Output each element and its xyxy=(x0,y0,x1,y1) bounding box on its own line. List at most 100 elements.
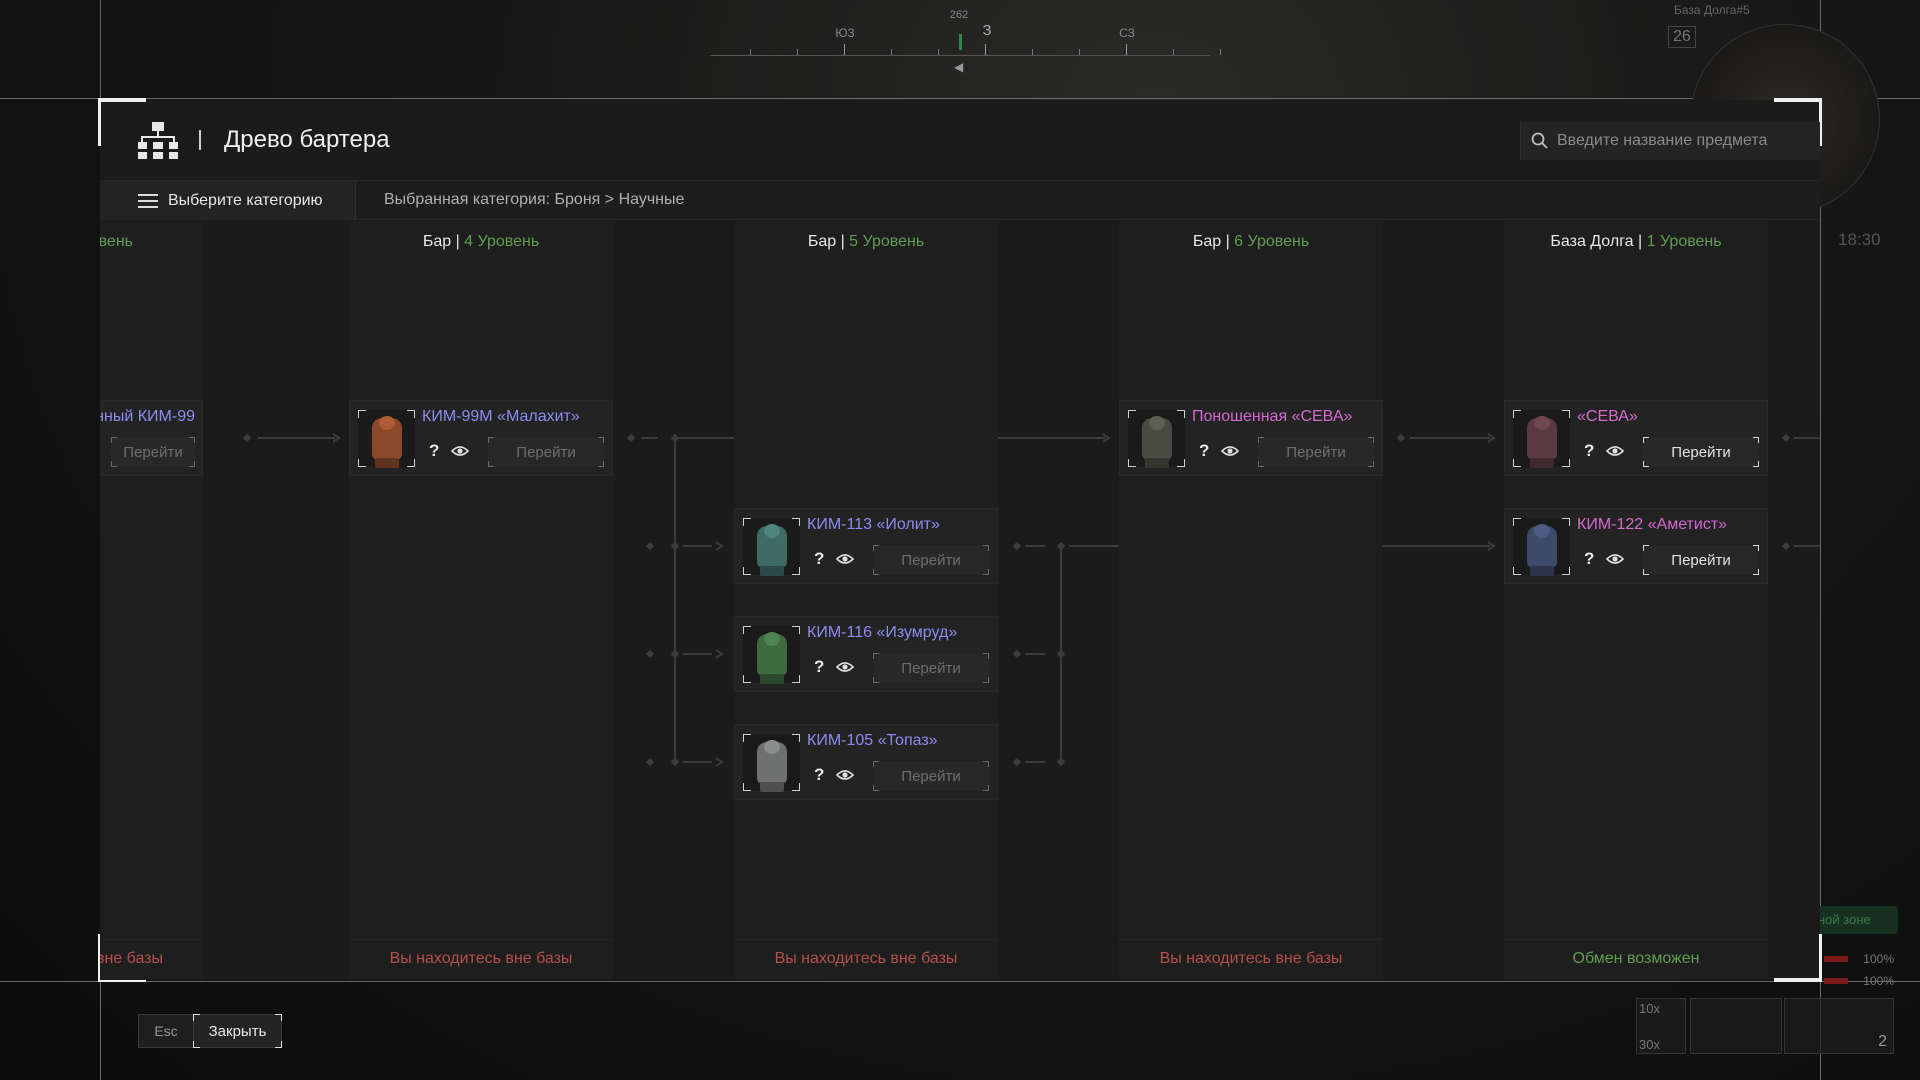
page-title: Древо бартера xyxy=(224,126,390,153)
barter-item-card[interactable]: КИМ-113 «Иолит»? Перейти xyxy=(734,508,998,584)
go-to-button[interactable]: Перейти xyxy=(488,437,604,467)
compass-rule xyxy=(710,55,1210,56)
compass-tick xyxy=(797,49,798,55)
connector-node xyxy=(1012,757,1022,767)
close-button[interactable]: Закрыть xyxy=(193,1014,282,1048)
eye-icon[interactable] xyxy=(1606,444,1624,458)
tree-connectors xyxy=(242,433,1820,767)
search-box[interactable] xyxy=(1520,122,1820,160)
search-icon xyxy=(1531,132,1548,149)
hud-quickslot-3-count: 2 xyxy=(1878,1033,1887,1050)
connector-node xyxy=(645,757,655,767)
help-icon[interactable]: ? xyxy=(814,765,825,784)
hud-counter: 26 xyxy=(1668,26,1696,48)
connector-node xyxy=(1012,649,1022,659)
help-icon[interactable]: ? xyxy=(814,549,825,568)
barter-item-card[interactable]: КИМ-122 «Аметист»? Перейти xyxy=(1504,508,1768,584)
eye-icon[interactable] xyxy=(451,444,469,458)
tree-column: Уровеньь вне базы xyxy=(100,221,203,980)
column-header: База Долга | 1 Уровень xyxy=(1504,221,1768,263)
go-to-button[interactable]: Перейти xyxy=(1643,545,1759,575)
connector-arrow-icon xyxy=(715,757,724,767)
select-category-button[interactable]: Выберите категорию xyxy=(100,181,356,220)
barter-item-card[interactable]: «СЕВА»? Перейти xyxy=(1504,400,1768,476)
help-icon[interactable]: ? xyxy=(1584,441,1595,460)
connector-node xyxy=(670,541,680,551)
panel-corner xyxy=(98,98,146,146)
compass-tick xyxy=(985,44,986,55)
search-input[interactable] xyxy=(1557,122,1817,160)
help-icon[interactable]: ? xyxy=(429,441,440,460)
armor-suit-icon xyxy=(1527,418,1557,460)
item-name[interactable]: КИМ-105 «Топаз» xyxy=(807,732,938,749)
go-to-label: Перейти xyxy=(1671,443,1731,461)
connector-arrow-icon xyxy=(332,433,341,443)
go-to-button[interactable]: Перейти xyxy=(111,437,195,467)
item-name[interactable]: Поношенная «СЕВА» xyxy=(1192,408,1353,425)
column-level: 6 Уровень xyxy=(1234,233,1310,250)
item-thumbnail xyxy=(743,734,800,791)
connector-arrow-icon xyxy=(1102,433,1111,443)
column-header-separator: | xyxy=(1221,233,1235,250)
barter-item-card[interactable]: КИМ-116 «Изумруд»? Перейти xyxy=(734,616,998,692)
eye-icon[interactable] xyxy=(836,768,854,782)
column-location: База Долга xyxy=(1550,233,1634,250)
hud-quickslot-2 xyxy=(1690,998,1782,1054)
item-name[interactable]: «СЕВА» xyxy=(1577,408,1638,425)
panel-corner xyxy=(1774,98,1822,146)
column-header: Бар | 6 Уровень xyxy=(1119,221,1383,263)
eye-icon[interactable] xyxy=(1606,552,1624,566)
armor-suit-icon xyxy=(757,742,787,784)
column-footer-status: Вы находитесь вне базы xyxy=(734,939,998,979)
compass-heading: 262 xyxy=(949,9,969,21)
hud-time: 18:30 xyxy=(1838,230,1881,249)
column-level: 4 Уровень xyxy=(464,233,540,250)
go-to-button[interactable]: Перейти xyxy=(1258,437,1374,467)
item-name[interactable]: КИМ-122 «Аметист» xyxy=(1577,516,1728,533)
help-icon[interactable]: ? xyxy=(1199,441,1210,460)
barter-item-card[interactable]: КИМ-105 «Топаз»? Перейти xyxy=(734,724,998,800)
go-to-button[interactable]: Перейти xyxy=(873,761,989,791)
compass-label-sw: ЮЗ xyxy=(835,26,855,40)
compass-marker xyxy=(959,34,962,50)
connector-arrow-icon xyxy=(1487,433,1496,443)
go-to-label: Перейти xyxy=(123,443,183,461)
eye-icon[interactable] xyxy=(836,552,854,566)
connector-node xyxy=(1781,541,1791,551)
go-to-button[interactable]: Перейти xyxy=(873,653,989,683)
help-icon[interactable]: ? xyxy=(1584,549,1595,568)
go-to-button[interactable]: Перейти xyxy=(1643,437,1759,467)
frame-line-right xyxy=(1820,0,1821,1080)
category-bar: Выберите категорию Выбранная категория: … xyxy=(100,180,1820,220)
go-to-label: Перейти xyxy=(516,443,576,461)
barter-item-card[interactable]: КИМ-99М «Малахит»? Перейти xyxy=(349,400,613,476)
compass-tick xyxy=(1220,49,1221,55)
compass-tick xyxy=(1032,49,1033,55)
column-header: Уровень xyxy=(100,221,203,263)
item-name[interactable]: КИМ-116 «Изумруд» xyxy=(807,624,958,641)
connector-node xyxy=(242,433,252,443)
hud-quickslot-1: 10x 30x xyxy=(1636,998,1686,1054)
column-level: Уровень xyxy=(100,233,133,250)
select-category-label: Выберите категорию xyxy=(168,191,323,209)
connector-node xyxy=(645,649,655,659)
connector-arrow-icon xyxy=(1487,541,1496,551)
compass-tick xyxy=(1079,49,1080,55)
item-thumbnail xyxy=(743,518,800,575)
compass-tick xyxy=(891,49,892,55)
help-icon[interactable]: ? xyxy=(814,657,825,676)
go-to-label: Перейти xyxy=(1286,443,1346,461)
item-name[interactable]: КИМ-113 «Иолит» xyxy=(807,516,940,533)
eye-icon[interactable] xyxy=(1221,444,1239,458)
item-thumbnail xyxy=(743,626,800,683)
item-name[interactable]: КИМ-99М «Малахит» xyxy=(422,408,580,425)
go-to-label: Перейти xyxy=(1671,551,1731,569)
go-to-button[interactable]: Перейти xyxy=(873,545,989,575)
column-header-separator: | xyxy=(836,233,850,250)
barter-item-card[interactable]: Поношенная «СЕВА»? Перейти xyxy=(1119,400,1383,476)
column-header: Бар | 4 Уровень xyxy=(349,221,613,263)
eye-icon[interactable] xyxy=(836,660,854,674)
hud-quickslot-1-count: 10x xyxy=(1639,1001,1660,1016)
